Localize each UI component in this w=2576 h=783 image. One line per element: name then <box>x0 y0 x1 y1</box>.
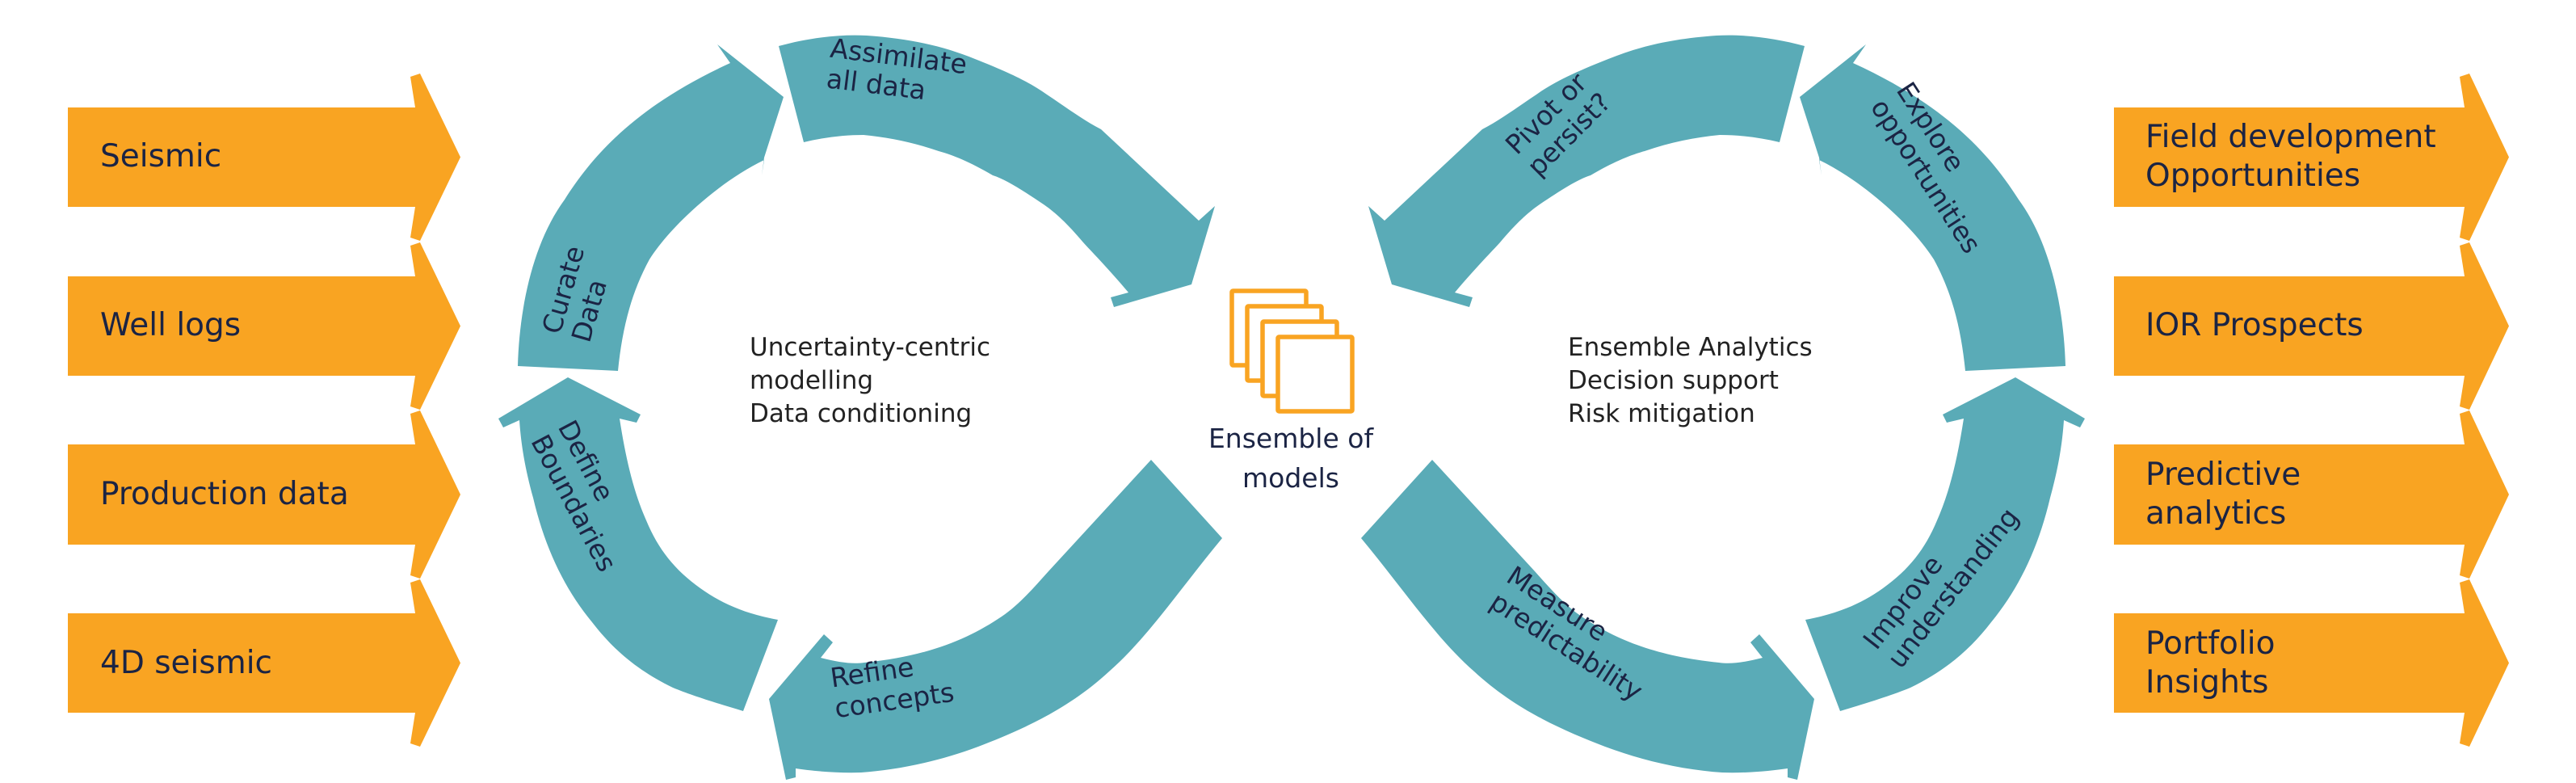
input-arrow <box>68 74 460 241</box>
output-label-portfolio-insights: Portfolio Insights <box>2145 625 2276 701</box>
output-arrow <box>2114 242 2509 410</box>
refine-concepts-arrow <box>769 460 1222 780</box>
output-arrow <box>2114 579 2509 747</box>
input-label-production-data: Production data <box>100 476 349 512</box>
left-cycle <box>498 35 1222 780</box>
input-arrow <box>68 579 460 747</box>
explore-opportunities-arrow <box>1800 44 2065 371</box>
curate-data-arrow <box>518 44 784 371</box>
right-cycle <box>1361 35 2085 780</box>
ensemble-of-models-label: Ensemble of models <box>1208 423 1374 494</box>
measure-predictability-arrow <box>1361 460 1814 780</box>
pivot-or-persist-arrow <box>1368 35 1805 308</box>
model-square <box>1275 335 1355 414</box>
input-arrows <box>68 74 460 747</box>
define-boundaries-arrow <box>498 377 778 711</box>
output-arrow <box>2114 410 2509 579</box>
input-arrow <box>68 242 460 410</box>
left-cycle-note: Uncertainty-centric modelling Data condi… <box>750 333 991 428</box>
stacked-models-icon <box>1229 288 1355 414</box>
improve-understanding-arrow <box>1805 377 2085 711</box>
output-label-field-development: Field development Opportunities <box>2145 119 2436 194</box>
output-label-ior-prospects: IOR Prospects <box>2145 307 2364 343</box>
input-label-well-logs: Well logs <box>100 307 242 343</box>
input-label-seismic: Seismic <box>100 138 222 175</box>
input-arrow <box>68 410 460 579</box>
output-arrow <box>2114 74 2509 241</box>
input-label-4d-seismic: 4D seismic <box>100 645 272 681</box>
right-cycle-note: Ensemble Analytics Decision support Risk… <box>1568 333 1813 428</box>
output-label-predictive-analytics: Predictive analytics <box>2145 457 2301 532</box>
assimilate-all-data-arrow <box>779 35 1215 308</box>
output-arrows <box>2114 74 2509 747</box>
